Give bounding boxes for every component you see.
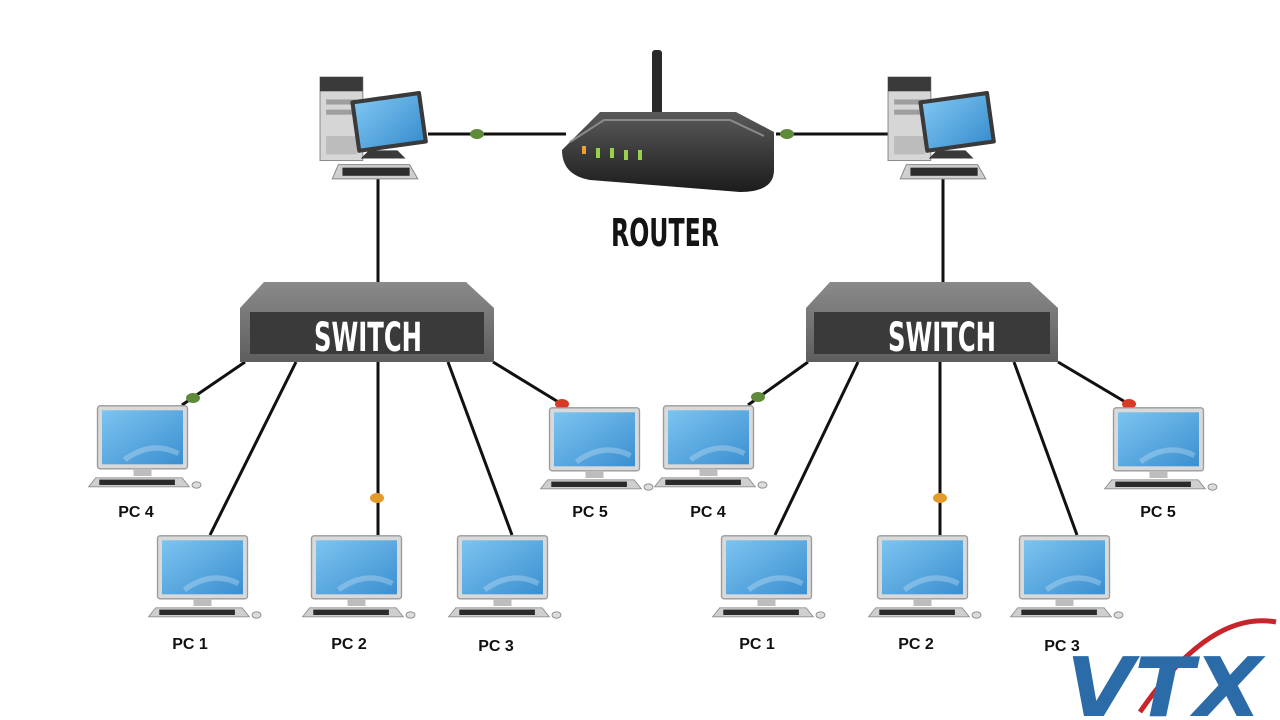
pc-label-pc4: PC 4 [118,504,154,521]
connection-lines [181,132,1128,536]
pc-label-pc2: PC 2 [898,636,934,653]
pc-label-pc3: PC 3 [478,638,514,655]
server-icon [887,76,997,180]
server-icon [319,76,429,180]
pc-icon [449,536,562,618]
logo-text: VTX [1066,641,1266,720]
pc-label-pc5: PC 5 [1140,504,1176,521]
pc-icon [149,536,262,618]
switch-label: SWITCH [314,315,422,361]
connector-dots [186,129,1136,503]
logo-swoosh-icon [1137,618,1277,714]
pc-label-pc5: PC 5 [572,504,608,521]
router: ROUTER [562,50,774,255]
switch-label: SWITCH [888,315,996,361]
switch-left: SWITCH [240,282,494,362]
router-icon [562,112,774,192]
pc-icon [655,406,768,488]
vtx-logo: VTX [1066,618,1277,720]
pc-label-pc2: PC 2 [331,636,367,653]
pc-label-pc3: PC 3 [1044,638,1080,655]
router-leds [582,146,642,160]
pc-label-pc1: PC 1 [172,636,208,653]
router-label: ROUTER [611,211,719,255]
pc-icon [869,536,982,618]
switch-right: SWITCH [806,282,1058,362]
pc-icon [89,406,202,488]
network-right: SWITCH PC 4 PC 1 PC 2 PC 3 PC 5 [655,76,1218,655]
pc-icon [1105,408,1218,490]
antenna-icon [652,50,662,120]
pc-icon [713,536,826,618]
pc-icon [1011,536,1124,618]
pc-label-pc4: PC 4 [690,504,726,521]
pc-icon [541,408,654,490]
pc-icon [303,536,416,618]
pc-label-pc1: PC 1 [739,636,775,653]
network-left: SWITCH PC 4 PC 1 PC 2 PC 3 PC 5 [89,76,654,655]
